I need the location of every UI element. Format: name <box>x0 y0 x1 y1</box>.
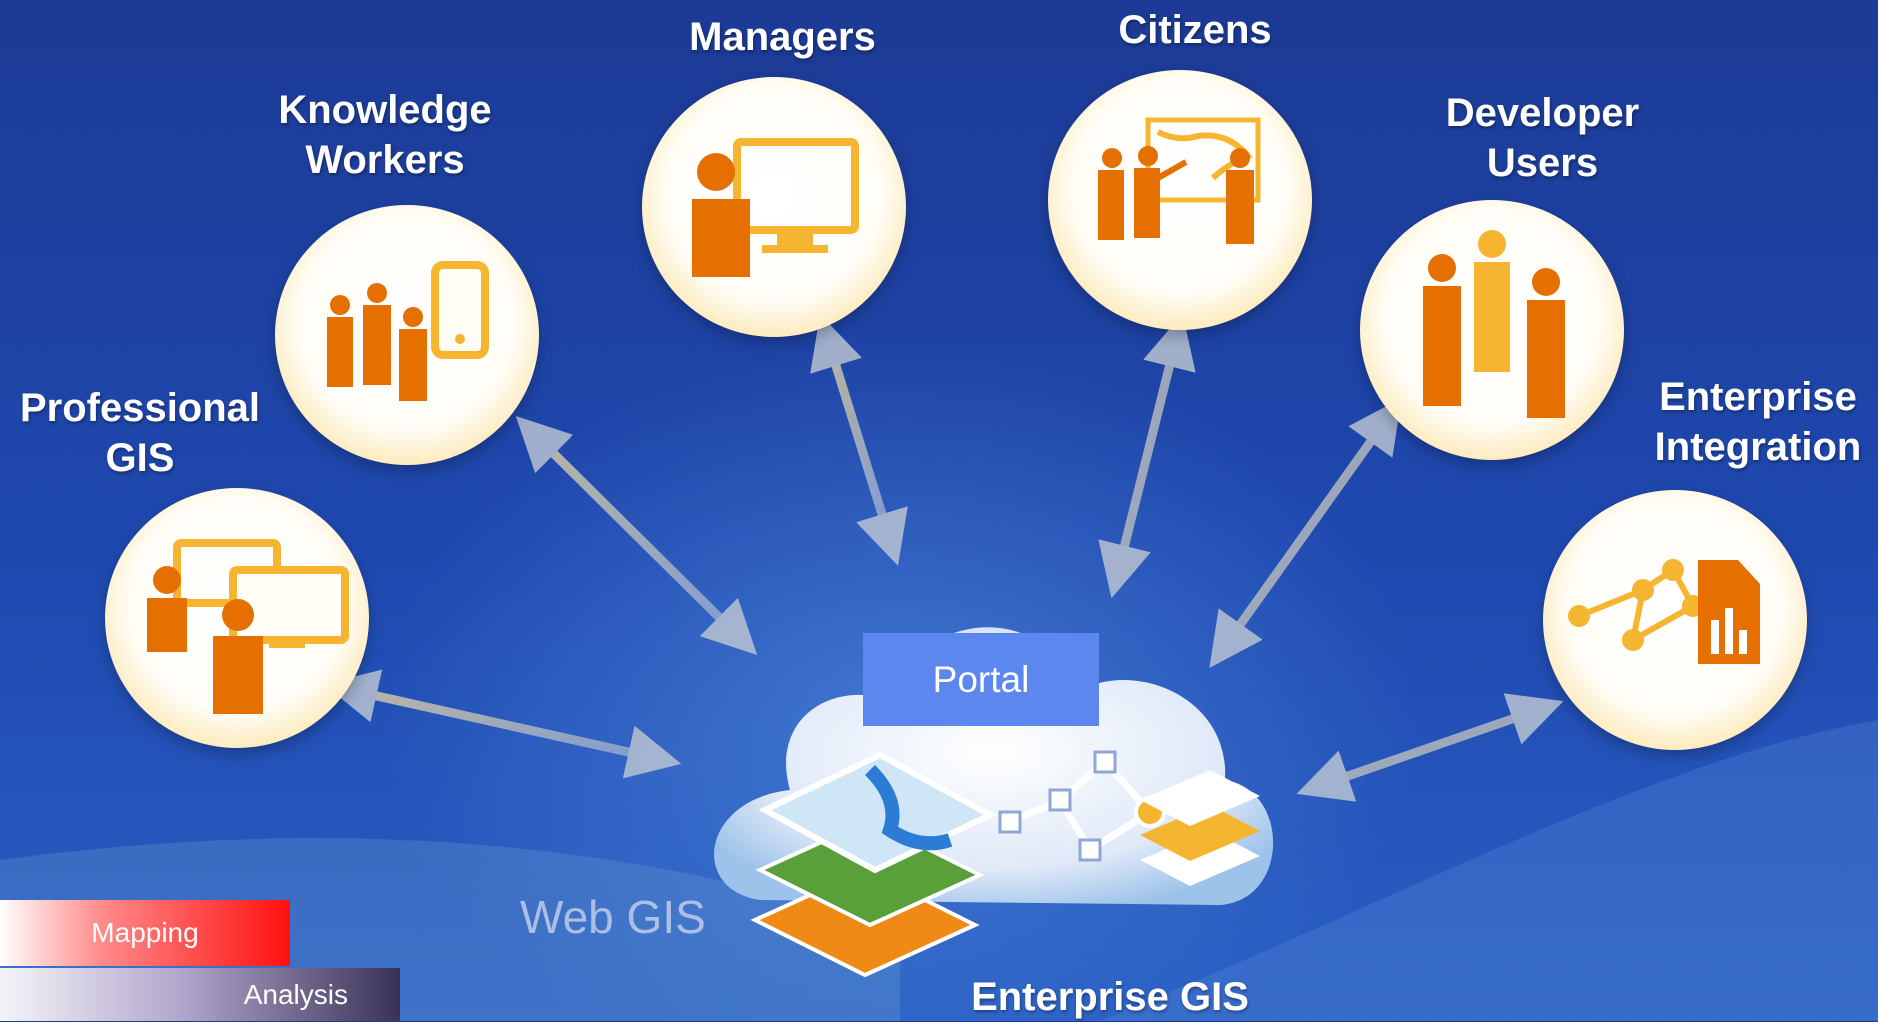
node-knowledge-workers <box>275 205 539 465</box>
label-knowledge-workers: Knowledge Workers <box>255 85 515 185</box>
node-enterprise-integration <box>1543 490 1807 750</box>
group-of-people-icon <box>1423 230 1565 418</box>
network-report-icon <box>1568 559 1760 664</box>
portal-box: Portal <box>863 633 1099 726</box>
label-citizens: Citizens <box>1118 8 1272 52</box>
node-managers <box>642 77 906 337</box>
arrow-knowledge-workers <box>515 416 758 655</box>
arrow-enterprise-integration <box>1296 693 1564 802</box>
node-professional-gis <box>105 488 369 748</box>
label-enterprise-gis: Enterprise GIS <box>971 975 1249 1019</box>
arrow-managers <box>810 314 908 566</box>
label-line: Users <box>1486 141 1599 185</box>
label-line: Workers <box>305 138 465 182</box>
node-developer-users <box>1360 200 1624 460</box>
analysis-label: Analysis <box>243 978 348 1010</box>
analysis-bar: Analysis <box>0 968 400 1021</box>
label-line: Integration <box>1654 425 1862 469</box>
map-layers-icon <box>750 751 997 978</box>
stacked-layers-icon <box>1140 770 1260 886</box>
web-gis-watermark: Web GIS <box>520 891 706 943</box>
label-professional-gis: Professional GIS <box>10 383 270 483</box>
people-at-monitors-icon <box>147 539 349 714</box>
node-citizens <box>1048 70 1312 330</box>
label-line: Professional <box>19 386 261 430</box>
label-developer-users: Developer Users <box>1410 88 1675 188</box>
label-line: GIS <box>105 436 175 480</box>
label-line: Enterprise <box>1659 375 1857 419</box>
arrow-professional-gis <box>323 669 682 779</box>
person-at-monitor-icon <box>692 138 859 277</box>
mapping-bar: Mapping <box>0 900 290 966</box>
arrow-citizens <box>1098 313 1196 599</box>
team-with-tablet-icon <box>327 261 489 401</box>
label-line: Developer <box>1445 91 1640 135</box>
label-enterprise-integration: Enterprise Integration <box>1640 372 1876 472</box>
label-managers: Managers <box>689 15 876 59</box>
people-presenting-map-icon <box>1098 117 1261 244</box>
label-line: Knowledge <box>278 88 492 132</box>
arrow-developer-users <box>1209 398 1402 668</box>
mapping-label: Mapping <box>91 917 199 948</box>
